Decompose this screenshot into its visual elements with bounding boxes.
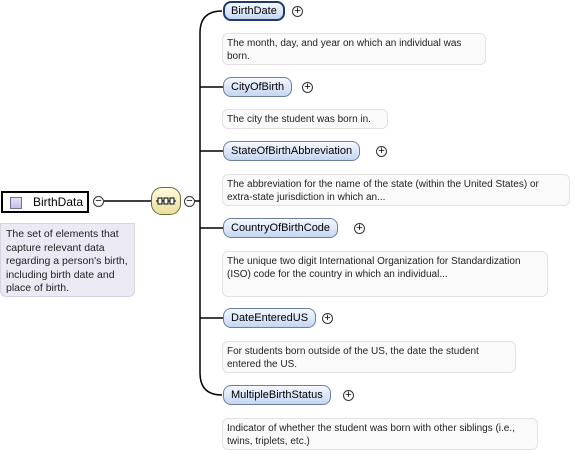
expand-birthdate-button[interactable]: + xyxy=(292,6,303,17)
expand-countryofbirthcode-button[interactable]: + xyxy=(354,223,365,234)
expand-stateofbirthabbreviation-button[interactable]: + xyxy=(376,146,387,157)
element-stateofbirthabbreviation[interactable]: StateOfBirthAbbreviation xyxy=(223,141,361,161)
element-countryofbirthcode[interactable]: CountryOfBirthCode xyxy=(223,218,339,238)
element-multiplebirthstatus[interactable]: MultipleBirthStatus xyxy=(223,385,331,405)
collapse-root-button[interactable]: − xyxy=(93,196,104,207)
stateofbirthabbreviation-description: The abbreviation for the name of the sta… xyxy=(222,174,570,206)
dateenteredus-description: For students born outside of the US, the… xyxy=(222,341,516,373)
countryofbirthcode-description: The unique two digit International Organ… xyxy=(222,251,548,297)
element-birthdate[interactable]: BirthDate xyxy=(223,1,285,21)
expand-dateenteredus-button[interactable]: + xyxy=(322,313,333,324)
root-element-label: BirthData xyxy=(33,195,84,209)
birthdate-description: The month, day, and year on which an ind… xyxy=(222,33,486,65)
multiplebirthstatus-description: Indicator of whether the student was bor… xyxy=(222,418,538,450)
root-element-birthdata[interactable]: BirthData xyxy=(1,191,89,213)
element-dateenteredus[interactable]: DateEnteredUS xyxy=(223,308,317,328)
expand-cityofbirth-button[interactable]: + xyxy=(302,82,313,93)
sequence-compositor[interactable] xyxy=(151,187,181,215)
element-square-icon xyxy=(10,197,22,209)
cityofbirth-description: The city the student was born in. xyxy=(222,109,388,129)
expand-multiplebirthstatus-button[interactable]: + xyxy=(343,390,354,401)
sequence-compositor-icon xyxy=(156,197,176,205)
collapse-sequence-button[interactable]: − xyxy=(184,196,195,207)
root-element-description: The set of elements that capture relevan… xyxy=(0,223,135,297)
element-cityofbirth[interactable]: CityOfBirth xyxy=(223,77,293,97)
